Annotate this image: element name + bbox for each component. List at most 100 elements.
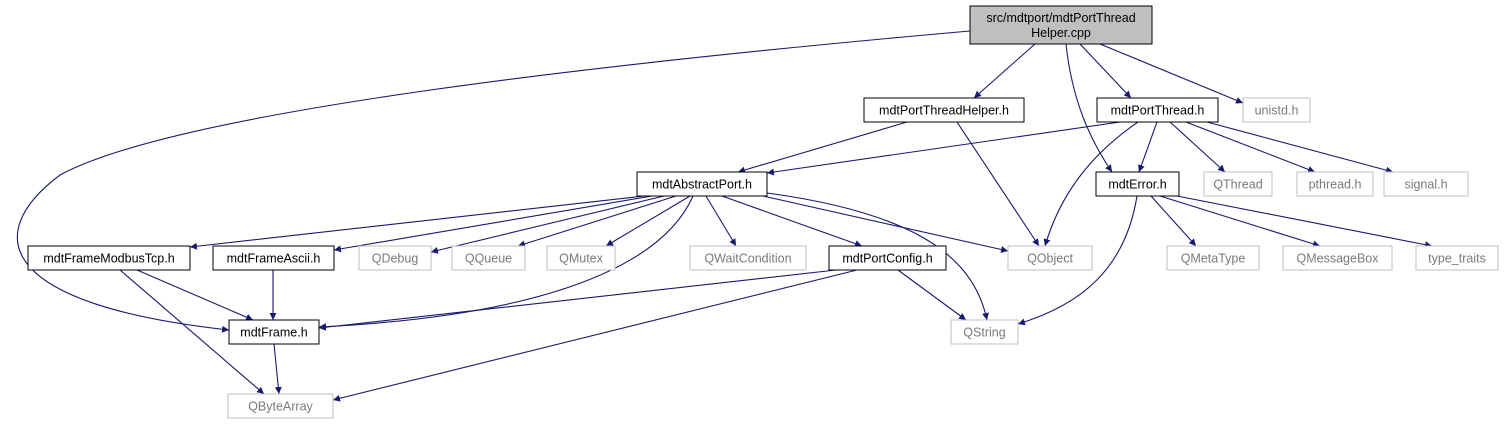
edge-mdtAbstractPort_h-to-QQueue [517, 195, 677, 248]
node-box [358, 245, 432, 271]
node-label: pthread.h [1309, 178, 1362, 192]
node-label: mdtFrameModbusTcp.h [43, 252, 174, 266]
node-label: mdtPortThreadHelper.h [879, 104, 1009, 118]
node-label: QDebug [372, 252, 419, 266]
edge-mdtPortThreadHelper_h-to-QObject [956, 121, 1040, 247]
node-label: QByteArray [248, 400, 313, 414]
node-box [1096, 97, 1219, 123]
node-label: QString [963, 326, 1005, 340]
node-mdtAbstractPort_h[interactable]: mdtAbstractPort.h [636, 171, 768, 197]
node-QQueue: QQueue [451, 245, 526, 271]
node-label: QMutex [559, 252, 604, 266]
node-box [228, 319, 320, 345]
node-type_traits: type_traits [1415, 245, 1499, 271]
node-label: QWaitCondition [704, 252, 791, 266]
node-mdtFrameModbusTcp_h[interactable]: mdtFrameModbusTcp.h [27, 245, 191, 271]
edge-root-to-mdtPortThread_h [1079, 43, 1132, 99]
node-label: unistd.h [1255, 104, 1299, 118]
edge-mdtPortThread_h-to-QObject [1043, 121, 1139, 247]
node-QDebug: QDebug [358, 245, 432, 271]
node-QByteArray: QByteArray [227, 393, 334, 419]
node-box [212, 245, 335, 271]
node-label: QQueue [465, 252, 512, 266]
node-box [1095, 171, 1180, 197]
node-mdtFrame_h[interactable]: mdtFrame.h [228, 319, 320, 345]
node-label: mdtAbstractPort.h [652, 178, 752, 192]
node-mdtPortThreadHelper_h[interactable]: mdtPortThreadHelper.h [863, 97, 1025, 123]
edge-mdtAbstractPort_h-to-QString [766, 192, 989, 321]
edge-mdtPortThread_h-to-mdtError_h [1138, 121, 1158, 173]
node-box [969, 5, 1153, 45]
edge-mdtPortThreadHelper_h-to-mdtAbstractPort_h [737, 121, 908, 174]
node-box [689, 245, 807, 271]
node-box [546, 245, 616, 271]
node-box [1383, 171, 1469, 197]
edge-mdtFrameModbusTcp_h-to-QByteArray [119, 269, 265, 395]
node-root[interactable]: src/mdtport/mdtPortThreadHelper.cpp [969, 5, 1153, 45]
edge-mdtFrame_h-to-QByteArray [273, 343, 282, 395]
node-QWaitCondition: QWaitCondition [689, 245, 807, 271]
node-box [227, 393, 334, 419]
edge-mdtFrameModbusTcp_h-to-mdtFrame_h [136, 269, 254, 321]
edge-mdtPortConfig_h-to-QByteArray [332, 269, 858, 402]
node-box [451, 245, 526, 271]
node-label: mdtFrameAscii.h [227, 252, 321, 266]
edge-root-to-mdtFrame_h [16, 30, 971, 333]
node-QString: QString [950, 319, 1019, 345]
node-box [1203, 171, 1273, 197]
edge-mdtAbstractPort_h-to-mdtFrameAscii_h [333, 195, 653, 253]
node-box [1166, 245, 1260, 271]
edges-layer [16, 30, 1433, 402]
node-pthread_h: pthread.h [1296, 171, 1374, 197]
node-label: QObject [1027, 252, 1073, 266]
edge-mdtError_h-to-QMessageBox [1159, 195, 1321, 248]
node-box [27, 245, 191, 271]
node-box [1282, 245, 1393, 271]
node-label: mdtPortThread.h [1111, 104, 1205, 118]
node-box [1007, 245, 1093, 271]
node-box [950, 319, 1019, 345]
node-box [828, 245, 947, 271]
edge-mdtPortThread_h-to-mdtAbstractPort_h [766, 121, 1121, 176]
edge-root-to-mdtError_h [1065, 43, 1113, 173]
node-QMetaType: QMetaType [1166, 245, 1260, 271]
edge-mdtError_h-to-type_traits [1176, 195, 1433, 249]
edge-mdtAbstractPort_h-to-mdtPortConfig_h [721, 195, 863, 247]
node-box [1415, 245, 1499, 271]
node-label: QMessageBox [1297, 252, 1380, 266]
node-label: mdtError.h [1108, 178, 1166, 192]
node-mdtError_h[interactable]: mdtError.h [1095, 171, 1180, 197]
edge-mdtPortThread_h-to-signal_h [1206, 121, 1394, 174]
node-unistd_h: unistd.h [1242, 97, 1311, 123]
edge-mdtAbstractPort_h-to-mdtFrameModbusTcp_h [189, 195, 645, 250]
node-mdtPortThread_h[interactable]: mdtPortThread.h [1096, 97, 1219, 123]
node-box [1242, 97, 1311, 123]
node-label: mdtFrame.h [240, 326, 307, 340]
node-label: QThread [1213, 178, 1262, 192]
node-box [1296, 171, 1374, 197]
edge-mdtAbstractPort_h-to-QDebug [430, 195, 665, 254]
node-QObject: QObject [1007, 245, 1093, 271]
node-box [636, 171, 768, 197]
node-QMessageBox: QMessageBox [1282, 245, 1393, 271]
node-signal_h: signal.h [1383, 171, 1469, 197]
edge-root-to-mdtPortThreadHelper_h [973, 43, 1036, 99]
edge-mdtPortConfig_h-to-QString [897, 269, 967, 321]
edge-mdtPortConfig_h-to-mdtFrame_h [318, 269, 837, 331]
edge-mdtPortThread_h-to-QThread [1169, 121, 1226, 173]
node-label: mdtPortConfig.h [842, 252, 932, 266]
node-label: src/mdtport/mdtPortThread [986, 11, 1135, 25]
node-mdtPortConfig_h[interactable]: mdtPortConfig.h [828, 245, 947, 271]
edge-mdtError_h-to-QMetaType [1150, 195, 1197, 247]
node-label: QMetaType [1181, 252, 1246, 266]
node-QThread: QThread [1203, 171, 1273, 197]
node-box [863, 97, 1025, 123]
edge-mdtAbstractPort_h-to-mdtFrame_h [318, 195, 694, 331]
edge-mdtError_h-to-QString [1017, 195, 1138, 326]
edge-root-to-unistd_h [1099, 43, 1244, 104]
node-mdtFrameAscii_h[interactable]: mdtFrameAscii.h [212, 245, 335, 271]
nodes-layer: src/mdtport/mdtPortThreadHelper.cpp mdtPo… [27, 5, 1499, 419]
node-label: type_traits [1428, 252, 1486, 266]
node-label: signal.h [1404, 178, 1447, 192]
